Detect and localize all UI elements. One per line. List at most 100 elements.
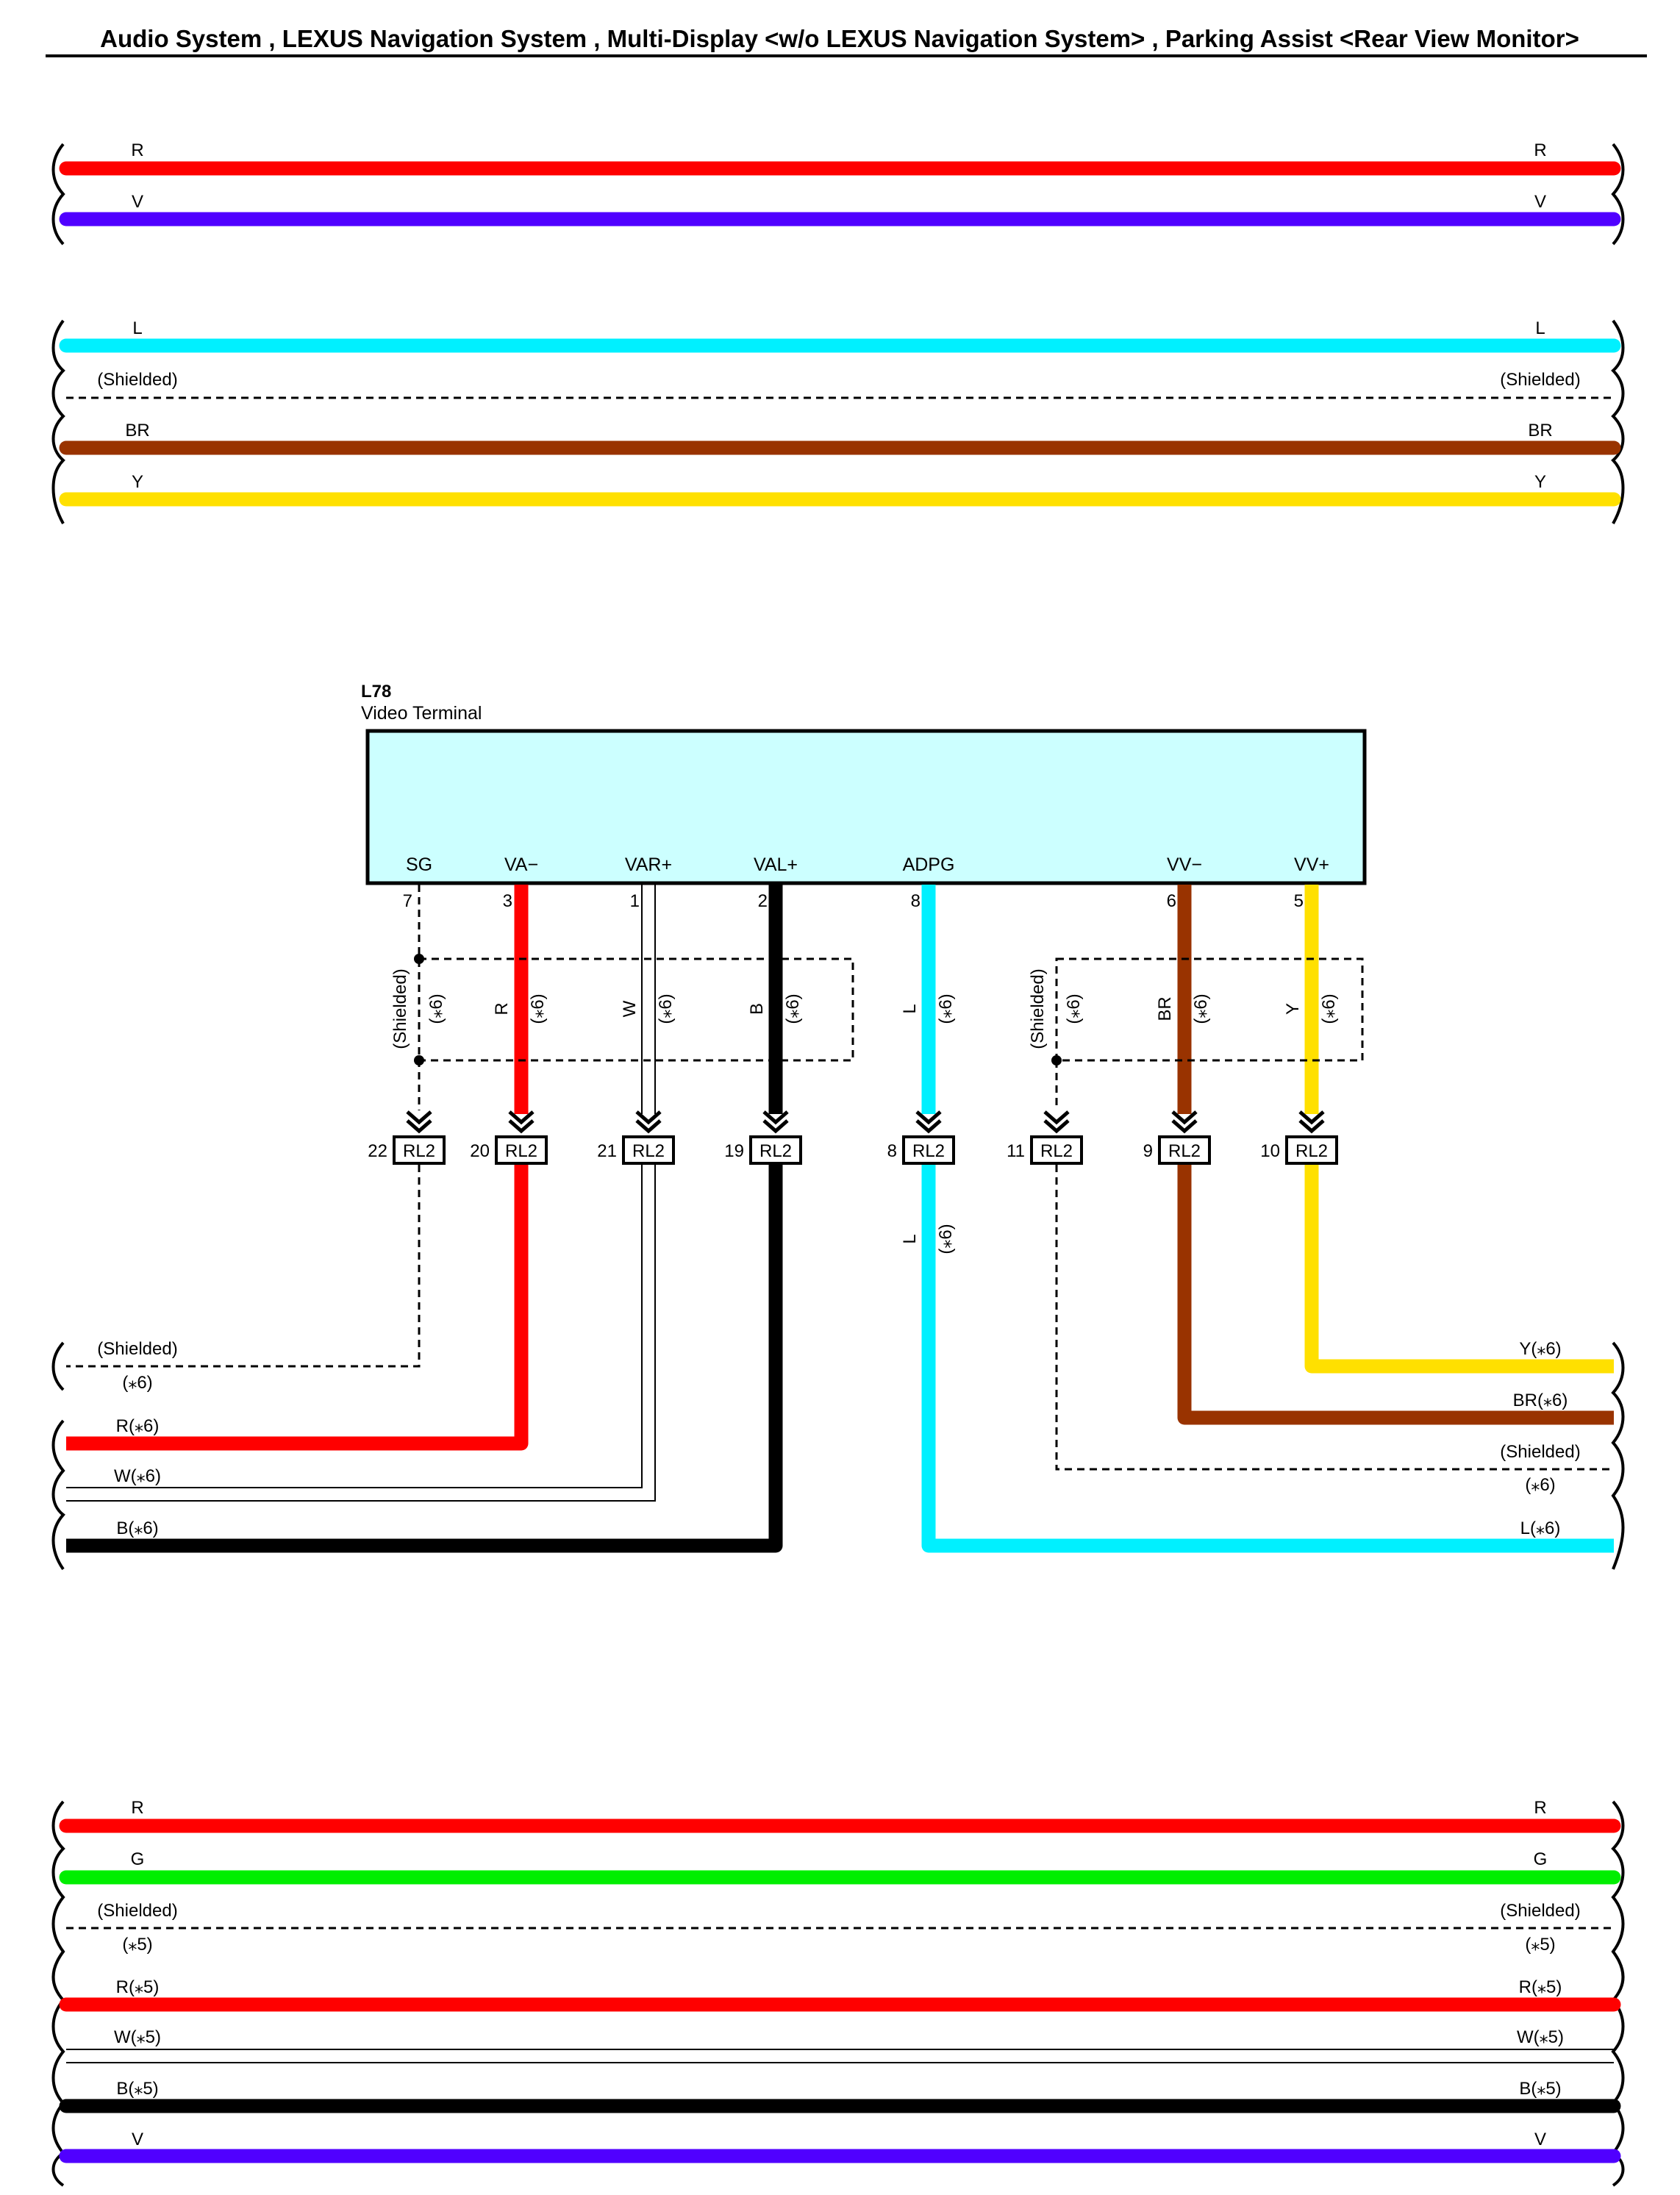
component-name: Video Terminal [361,703,482,724]
wire-label-right: B(⁎5) [1519,2079,1561,2099]
component-code: L78 [361,682,391,702]
connector-name: RL2 [912,1141,945,1161]
connector-pin: 22 [368,1141,387,1161]
wire-label: L [900,1234,920,1243]
wire-vertical-labels: (Shielded) (⁎6) R (⁎6) W (⁎6) B (⁎6) L (… [390,968,1339,1049]
wire-label-right: (Shielded) [1500,1901,1580,1921]
wire-label: (Shielded) [1028,968,1048,1049]
wire-label-left: V [132,192,143,212]
terminal-label: VAR+ [625,854,672,875]
terminal-label: VV+ [1294,854,1329,875]
wire-note-left: (⁎5) [122,1935,152,1955]
wire-label-left: R(⁎5) [116,1977,160,1997]
connector-box [622,1135,675,1165]
connector: RL2 19 [724,1110,802,1165]
wire-y-right [1304,1165,1614,1374]
connector: RL2 20 [470,1110,548,1165]
wire-note: (⁎6) [1064,993,1084,1024]
connector-chevron [762,1110,789,1134]
top-group-1: R R V V [51,140,1625,246]
connector-pin: 21 [597,1141,617,1161]
connector-pin: 8 [887,1141,897,1161]
connector-chevron [915,1110,942,1134]
wire-r-left [66,1165,529,1451]
shield-junction [414,1055,424,1066]
connector-name: RL2 [1040,1141,1073,1161]
wire-label-left: V [132,2130,143,2149]
component-box [365,729,1367,885]
connector-name: RL2 [1295,1141,1328,1161]
wire-b-left [66,1165,783,1553]
wire-label-right: L [1535,318,1545,338]
wire-shield-right [1055,1165,1614,1471]
wire-note-right: (⁎6) [1525,1475,1555,1495]
wire-label-left: (Shielded) [97,1339,177,1359]
wire-label: R [492,1002,512,1015]
shield-junction [1051,1055,1062,1066]
connector: RL2 22 [368,1110,446,1165]
connector-box [1030,1135,1083,1165]
terminal-label: ADPG [903,854,955,875]
shield-box-2 [1055,957,1364,1062]
wire-label-right: V [1534,192,1546,212]
shield-junction [414,954,424,964]
connector-name: RL2 [759,1141,792,1161]
connector-name: RL2 [632,1141,665,1161]
wire-label-right: V [1534,2130,1546,2149]
pin-number: 7 [403,891,412,911]
lower-wires: L (⁎6) (Shielded) (⁎6) R(⁎6) W(⁎6) B(⁎6)… [51,1165,1625,1571]
pin-number: 3 [503,891,512,911]
wire-label-right: R [1534,1798,1546,1818]
connector-pin: 19 [724,1141,744,1161]
pin-number: 8 [911,891,921,911]
right-bracket [1611,1341,1625,1570]
wire-label-left: R [131,1798,143,1818]
connector-box [902,1135,955,1165]
connector-box [495,1135,548,1165]
wire-label-right: G [1534,1849,1548,1869]
wire-label-left: Y [132,472,143,492]
upper-wires [414,885,1364,1114]
connector: RL2 9 [1143,1110,1211,1165]
connectors-rl2: RL2 22 RL2 20 RL2 21 RL2 19 RL2 [368,1110,1338,1165]
connector: RL2 21 [597,1110,675,1165]
terminal-label: SG [406,854,432,875]
wire-label-right: L(⁎6) [1520,1518,1561,1538]
wire-label-left: R [131,140,143,160]
wire-label-right: W(⁎5) [1517,2027,1564,2047]
connector-chevron [406,1110,432,1134]
wire-label: Y [1283,1003,1303,1015]
connector-name: RL2 [1168,1141,1201,1161]
wire-label-left: G [131,1849,145,1869]
wire-l-right [921,1165,1614,1553]
wire-label-left: R(⁎6) [116,1416,160,1436]
wire-note-right: (⁎5) [1525,1935,1555,1955]
connector: RL2 11 [1007,1110,1083,1165]
connector-box [1158,1135,1211,1165]
wire-label: W [620,1000,640,1017]
wire-label-right: R [1534,140,1546,160]
shield-box-1 [418,957,854,1062]
wire-label: B [747,1003,767,1015]
pin-number: 6 [1167,891,1176,911]
wire-note: (⁎6) [656,993,676,1024]
wire-note: (⁎6) [1191,993,1211,1024]
wire-label-left: B(⁎5) [116,2079,158,2099]
connector-chevron [1171,1110,1198,1134]
connector-pin: 11 [1007,1141,1025,1161]
wire-note-left: (⁎6) [122,1373,152,1393]
wire-note: (⁎6) [1319,993,1339,1024]
wire-note: (⁎6) [783,993,803,1024]
wire-label-left: BR [125,421,149,440]
wire-label: BR [1155,996,1175,1021]
connector: RL2 10 [1260,1110,1338,1165]
left-bracket [51,1341,65,1571]
wire-label-left: (Shielded) [97,1901,177,1921]
wire-label-right: Y(⁎6) [1519,1339,1561,1359]
wire-note: (⁎6) [936,1224,956,1254]
wire-label-right: BR [1528,421,1552,440]
terminal-label: VAL+ [754,854,798,875]
connector-box [393,1135,446,1165]
wire-label-left: W(⁎5) [114,2027,161,2047]
wire-label-left: (Shielded) [97,370,177,390]
